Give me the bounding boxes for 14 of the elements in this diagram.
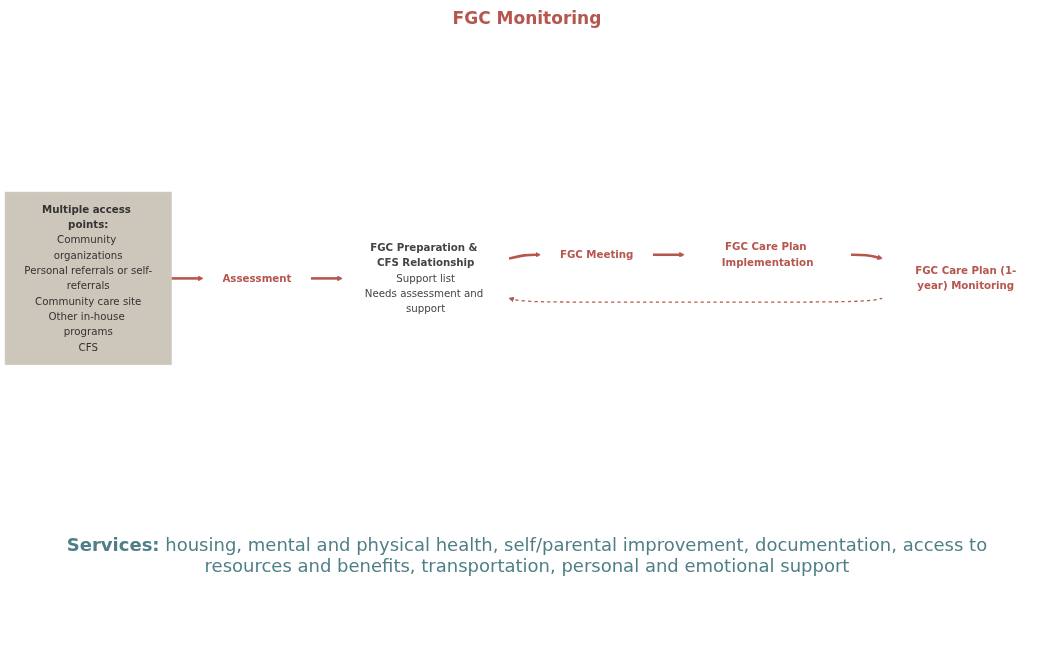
- node-text: FGC Preparation & CFS Relationship Support list Needs assessment and support: [364, 240, 484, 315]
- services-note: Services: housing, mental and physical health, self/parental improvement, documentation, access to resources and benefits, transportation, personal and emotional support: [65, 534, 989, 576]
- node-text: FGC Care Plan (1-year) Monitoring: [915, 263, 1017, 292]
- arrow: [508, 296, 884, 303]
- node-text: FGC Care Plan Implementation: [721, 240, 814, 268]
- arrow: [652, 251, 685, 258]
- diagram-label: FGC Monitoring: [451, 8, 603, 28]
- arrow: [850, 253, 883, 260]
- arrow: [310, 275, 343, 281]
- node-text: Assessment: [222, 271, 292, 284]
- arrow: [508, 251, 541, 260]
- node-box: Multiple access points: Community organizations Personal referrals or self-referrals Community care site Other in-house programs CFS: [4, 191, 172, 365]
- node-text: FGC Meeting: [559, 247, 634, 261]
- arrow: [171, 275, 204, 281]
